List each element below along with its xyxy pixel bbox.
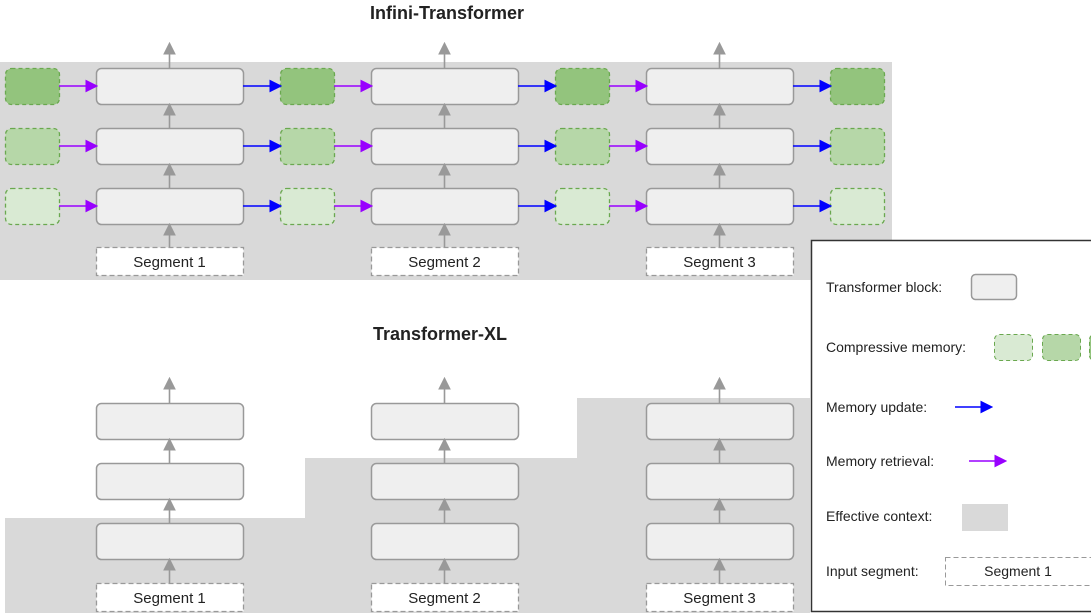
- legend-memory-swatch-medium: [1042, 334, 1081, 361]
- legend-border: [810, 239, 1091, 613]
- transformer-block: [370, 67, 520, 106]
- segment-label: Segment 3: [683, 590, 756, 607]
- transformer-block: [370, 187, 520, 226]
- legend-memory-swatch-light: [994, 334, 1033, 361]
- compressive-memory: [279, 67, 336, 106]
- transformer-block: [95, 522, 245, 561]
- legend: Transformer block: Compressive memory: M…: [810, 239, 1091, 613]
- compressive-memory: [4, 127, 61, 166]
- compressive-memory: [829, 127, 886, 166]
- legend-input-segment-label: Input segment:: [826, 563, 919, 579]
- segment-label: Segment 2: [408, 590, 481, 607]
- infini-transformer-title: Infini-Transformer: [370, 3, 524, 23]
- segment-label: Segment 3: [683, 254, 756, 271]
- legend-input-segment-example: Segment 1: [984, 563, 1052, 579]
- input-segment: [95, 582, 245, 613]
- transformer-block: [95, 67, 245, 106]
- transformer-block: [645, 187, 795, 226]
- legend-memory-update-label: Memory update:: [826, 399, 927, 415]
- input-segment: [645, 246, 795, 277]
- legend-memory-retrieval-label: Memory retrieval:: [826, 453, 934, 469]
- compressive-memory: [829, 187, 886, 226]
- compressive-memory: [554, 67, 611, 106]
- transformer-block: [95, 462, 245, 501]
- compressive-memory: [279, 187, 336, 226]
- legend-effective-context-label: Effective context:: [826, 508, 932, 524]
- segment-label: Segment 2: [408, 254, 481, 271]
- transformer-block: [95, 127, 245, 166]
- compressive-memory: [554, 127, 611, 166]
- legend-transformer-block-label: Transformer block:: [826, 279, 942, 295]
- transformer-block: [370, 522, 520, 561]
- compressive-memory: [4, 187, 61, 226]
- input-segment: [95, 246, 245, 277]
- transformer-block: [645, 522, 795, 561]
- legend-effective-context-swatch: [962, 504, 1008, 531]
- compressive-memory: [829, 67, 886, 106]
- compressive-memory: [279, 127, 336, 166]
- transformer-block: [370, 402, 520, 441]
- legend-transformer-block-swatch: [970, 273, 1018, 301]
- transformer-block: [645, 402, 795, 441]
- input-segment: [645, 582, 795, 613]
- transformer-block: [645, 462, 795, 501]
- transformer-xl-title: Transformer-XL: [373, 324, 507, 344]
- transformer-block: [370, 462, 520, 501]
- segment-label: Segment 1: [133, 590, 206, 607]
- transformer-block: [645, 67, 795, 106]
- legend-input-segment-swatch: [945, 557, 1091, 586]
- legend-compressive-memory-label: Compressive memory:: [826, 339, 966, 355]
- transformer-block: [95, 187, 245, 226]
- segment-label: Segment 1: [133, 254, 206, 271]
- compressive-memory: [4, 67, 61, 106]
- transformer-block: [645, 127, 795, 166]
- transformer-block: [95, 402, 245, 441]
- transformer-block: [370, 127, 520, 166]
- input-segment: [370, 582, 520, 613]
- input-segment: [370, 246, 520, 277]
- compressive-memory: [554, 187, 611, 226]
